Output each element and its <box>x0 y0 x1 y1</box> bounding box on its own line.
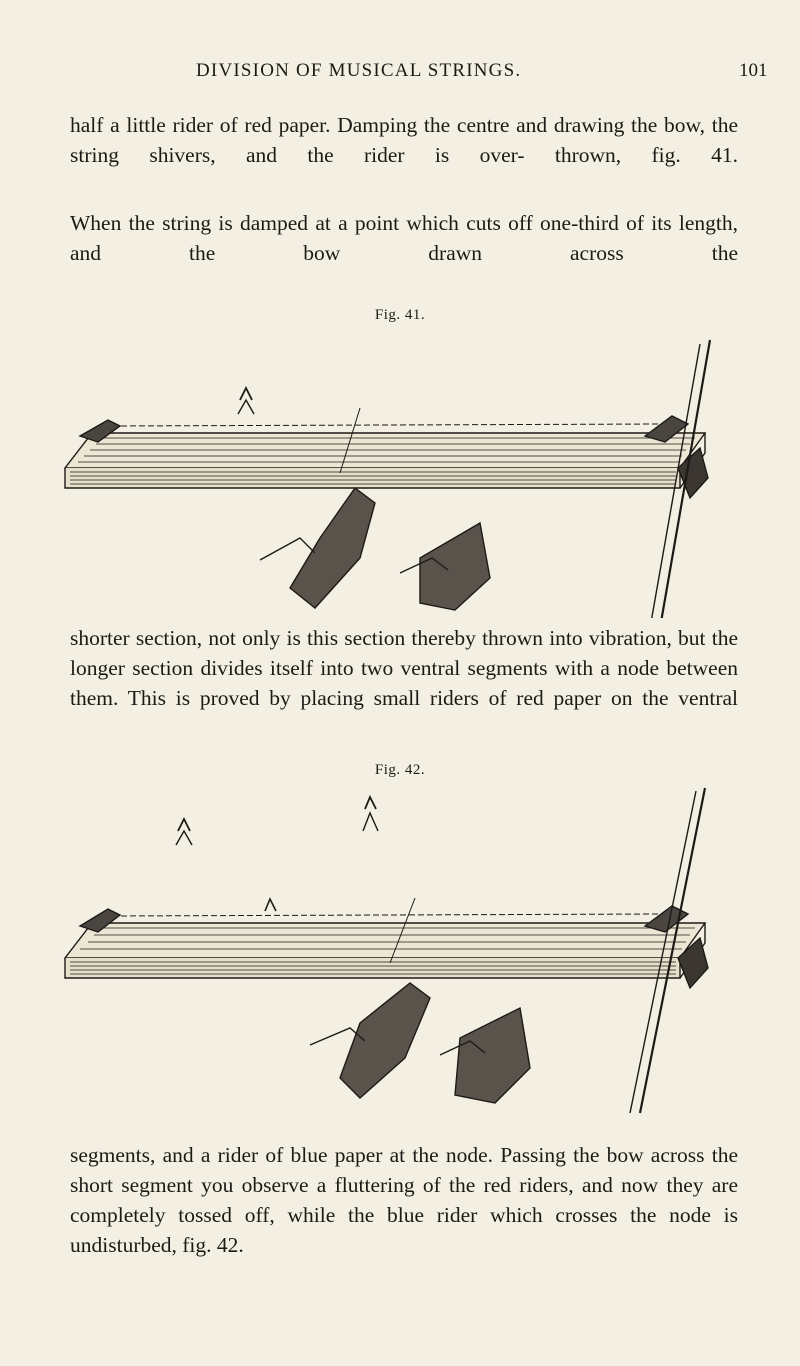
figure-42-illustration <box>63 787 709 1114</box>
paragraph-3: shorter section, not only is this sectio… <box>70 626 738 710</box>
page-number: 101 <box>739 60 768 81</box>
figure-42-caption: Fig. 42. <box>374 762 426 778</box>
paragraph-1: half a little rider of red paper. Dampin… <box>70 113 738 167</box>
figure-41-illustration <box>63 339 712 618</box>
figure-41-caption: Fig. 41. <box>374 307 426 323</box>
running-title: DIVISION OF MUSICAL STRINGS. <box>196 60 522 81</box>
paragraph-2: When the string is damped at a point whi… <box>70 211 738 265</box>
page-header: DIVISION OF MUSICAL STRINGS. 101 <box>0 60 800 90</box>
paragraph-4: segments, and a rider of blue paper at t… <box>70 1143 738 1257</box>
